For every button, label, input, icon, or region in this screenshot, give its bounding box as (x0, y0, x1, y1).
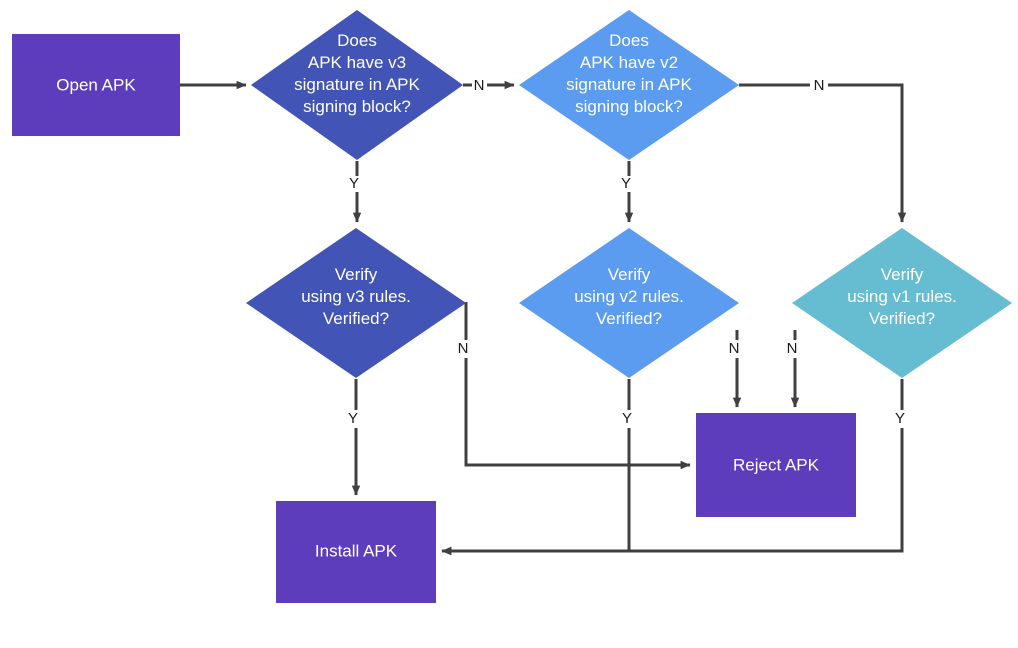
verify-v2-line-3: Verified? (596, 309, 662, 328)
install-apk-label: Install APK (315, 541, 398, 560)
node-verify-v2[interactable]: Verify using v2 rules. Verified? (519, 228, 739, 378)
verify-v1-line-3: Verified? (869, 309, 935, 328)
verify-v3-line-3: Verified? (323, 309, 389, 328)
verify-v3-line-2: using v3 rules. (301, 287, 411, 306)
edge-label-v3q-yes: Y (349, 175, 359, 192)
edge-label-v2q-no: N (814, 77, 825, 94)
node-verify-v3[interactable]: Verify using v3 rules. Verified? (246, 228, 466, 378)
install-apk-shape[interactable] (276, 501, 436, 603)
verify-v2-line-1: Verify (608, 265, 651, 284)
open-apk-label: Open APK (56, 75, 136, 94)
node-verify-v1[interactable]: Verify using v1 rules. Verified? (792, 228, 1012, 378)
verify-v2-line-2: using v2 rules. (574, 287, 684, 306)
edge-label-v1-no: N (787, 340, 798, 357)
nodes-layer: Open APK Does APK have v3 signature in A… (12, 10, 1012, 603)
edge-label-v3q-no: N (474, 77, 485, 94)
edge-v2q-no-seg2 (828, 83, 907, 223)
has-v2-line-2: APK have v2 (580, 53, 678, 72)
edge-v1-yes-seg2 (441, 428, 904, 556)
has-v3-line-1: Does (337, 31, 377, 50)
node-has-v2[interactable]: Does APK have v2 signature in APK signin… (519, 10, 739, 160)
has-v3-line-2: APK have v3 (308, 53, 406, 72)
has-v2-shape[interactable] (519, 10, 739, 160)
verify-v1-line-2: using v1 rules. (847, 287, 957, 306)
node-install-apk[interactable]: Install APK (276, 501, 436, 603)
node-has-v3[interactable]: Does APK have v3 signature in APK signin… (251, 10, 463, 160)
verify-v1-line-1: Verify (881, 265, 924, 284)
verify-v3-shape[interactable] (246, 228, 466, 378)
has-v3-line-4: signing block? (303, 97, 411, 116)
edge-v2-yes-seg2 (441, 428, 631, 556)
verify-v2-shape[interactable] (519, 228, 739, 378)
has-v2-line-1: Does (609, 31, 649, 50)
node-open-apk[interactable]: Open APK (12, 34, 180, 136)
edge-label-v2-yes: Y (622, 410, 632, 427)
edge-v3-no-seg2 (464, 358, 691, 470)
open-apk-shape[interactable] (12, 34, 180, 136)
reject-apk-shape[interactable] (696, 413, 856, 517)
has-v3-shape[interactable] (251, 10, 463, 160)
has-v3-line-3: signature in APK (294, 75, 420, 94)
reject-apk-label: Reject APK (733, 455, 820, 474)
has-v2-line-3: signature in APK (566, 75, 692, 94)
has-v2-line-4: signing block? (575, 97, 683, 116)
verify-v3-line-1: Verify (335, 265, 378, 284)
verify-v1-shape[interactable] (792, 228, 1012, 378)
edge-label-v2-no: N (729, 340, 740, 357)
edge-label-v2q-yes: Y (621, 175, 631, 192)
edge-label-v3-yes: Y (348, 410, 358, 427)
edges-layer: N Y N Y Y N Y (180, 77, 907, 556)
edge-label-v3-no: N (458, 340, 469, 357)
node-reject-apk[interactable]: Reject APK (696, 413, 856, 517)
edge-label-v1-yes: Y (895, 410, 905, 427)
